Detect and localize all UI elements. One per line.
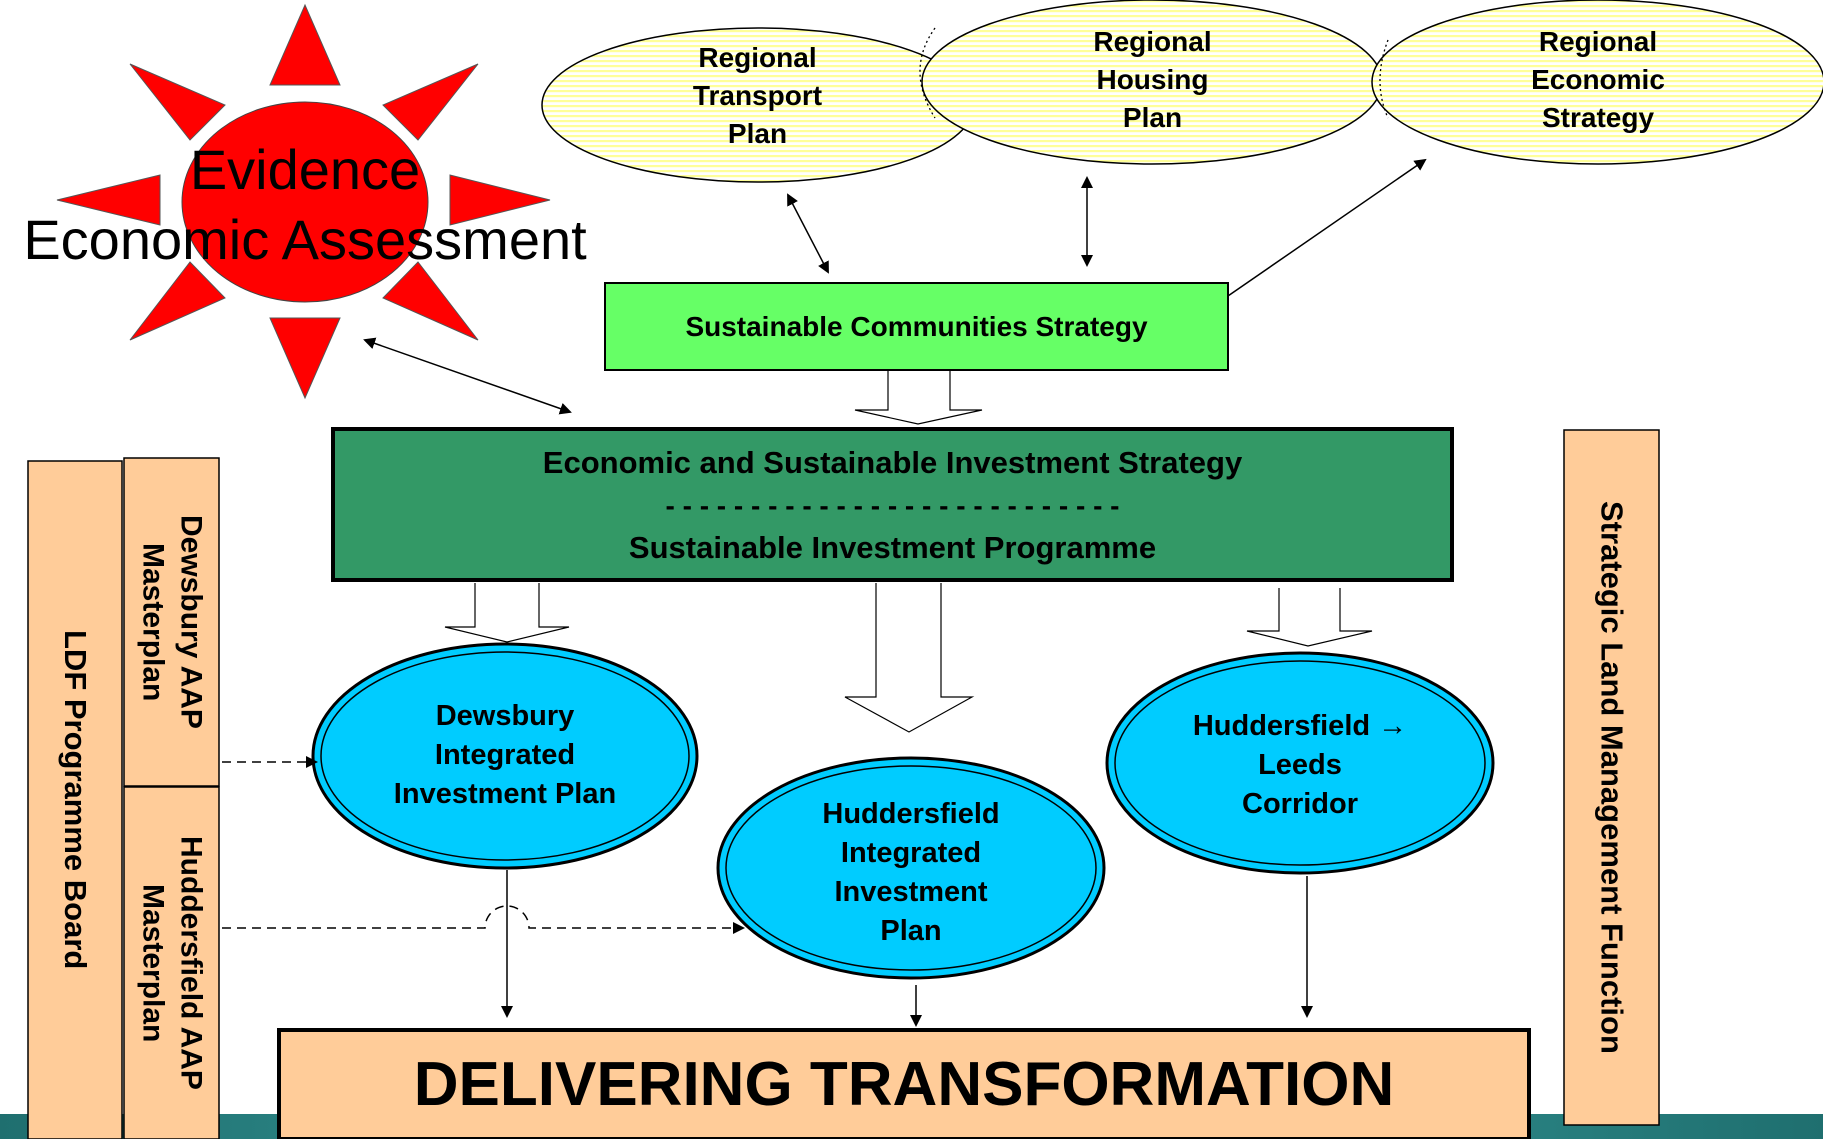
huddersfield-plan-ellipse-inner	[725, 765, 1097, 971]
sun-ray-w	[56, 174, 161, 226]
arrow-economic-scs	[1210, 158, 1427, 309]
investment-strategy-divider: - - - - - - - - - - - - - - - - - - - - …	[665, 490, 1120, 521]
investment-programme-subtitle: Sustainable Investment Programme	[628, 530, 1157, 565]
evidence-line1: Evidence	[189, 137, 421, 201]
huddersfield-plan-ellipse-outer	[716, 756, 1106, 980]
sun-ray-nw	[129, 63, 226, 141]
ldf-board-label: LDF Programme Board	[58, 630, 93, 970]
delivering-box	[277, 1028, 1531, 1139]
strategic-land-label: Strategic Land Management Function	[1594, 501, 1630, 1054]
huddersfield-aap-box	[123, 786, 220, 1139]
dewsbury-aap-box	[123, 457, 220, 787]
regional-economic-strategy-ellipse	[1371, 0, 1823, 165]
dewsbury-plan-label: Dewsbury Integrated Investment Plan	[393, 699, 617, 810]
evidence-line2: Economic Assessment	[23, 207, 587, 271]
dashed-arrow-huddersfield-aap	[222, 905, 745, 934]
dewsbury-plan-ellipse-inner	[320, 651, 690, 861]
sun-ray-n	[269, 3, 341, 86]
corridor-plan-ellipse-inner	[1114, 660, 1486, 866]
arrow-transport-scs	[787, 193, 829, 274]
investment-strategy-box	[331, 427, 1454, 582]
sun-ray-se	[382, 261, 479, 341]
evidence-sun	[56, 3, 551, 400]
corridor-plan-label: Huddersfield → Leeds Corridor	[1192, 709, 1408, 820]
huddersfield-aap-label: Huddersfield AAP Masterplan	[136, 836, 208, 1090]
regional-transport-plan-label: Regional Transport Plan	[692, 41, 823, 149]
dewsbury-aap-label: Dewsbury AAP Masterplan	[136, 515, 208, 729]
sun-core	[181, 101, 429, 303]
block-arrow-to-huddersfield	[844, 583, 975, 733]
corridor-plan-ellipse-outer	[1105, 651, 1495, 875]
sun-ray-s	[269, 317, 341, 400]
strategic-land-box	[1563, 429, 1660, 1126]
block-arrow-scs-esis	[854, 371, 983, 425]
sun-ray-ne	[382, 63, 479, 141]
overlap-dotted-1	[919, 27, 936, 119]
sustainable-communities-label: Sustainable Communities Strategy	[685, 310, 1148, 342]
regional-housing-plan-label: Regional Housing Plan	[1093, 25, 1212, 133]
investment-strategy-title: Economic and Sustainable Investment Stra…	[542, 445, 1243, 480]
overlap-dotted-2	[1379, 39, 1389, 119]
ldf-board-box	[27, 460, 123, 1139]
sun-ray-sw	[129, 261, 226, 341]
huddersfield-plan-label: Huddersfield Integrated Investment Plan	[822, 797, 1000, 947]
sustainable-communities-box	[604, 282, 1229, 371]
arrow-evidence-esis	[363, 337, 572, 415]
sun-ray-e	[449, 174, 551, 226]
block-arrow-to-corridor	[1246, 588, 1373, 647]
delivering-label: DELIVERING TRANSFORMATION	[413, 1050, 1395, 1119]
block-arrow-to-dewsbury	[444, 583, 570, 643]
regional-economic-strategy-label: Regional Economic Strategy	[1531, 25, 1665, 133]
